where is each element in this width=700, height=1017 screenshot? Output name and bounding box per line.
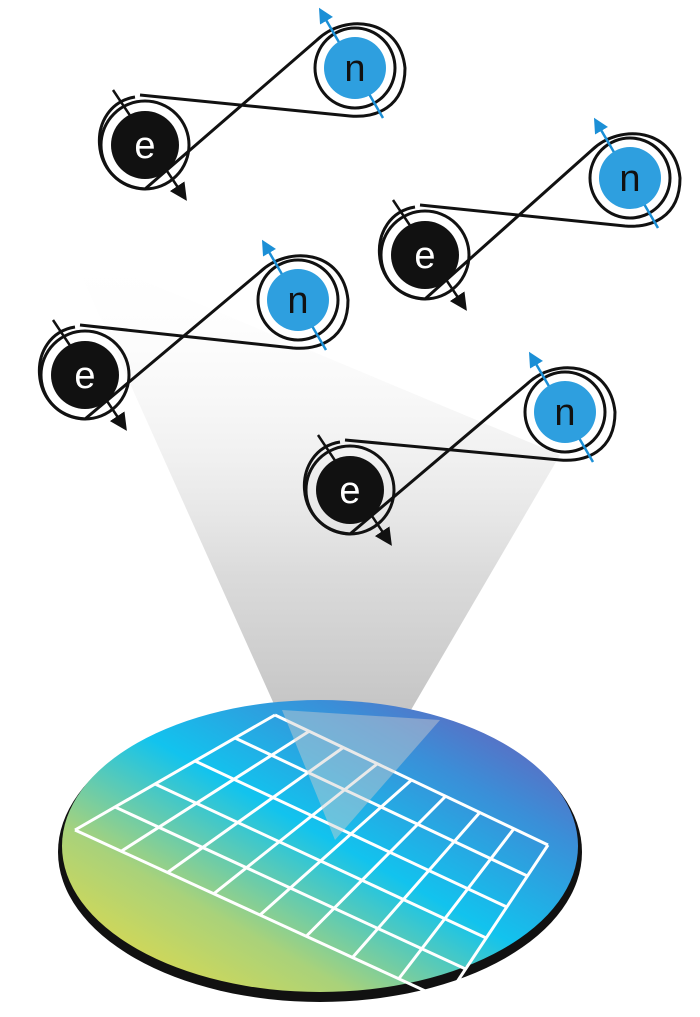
nucleus-label: n xyxy=(344,48,365,90)
grid-line xyxy=(154,782,487,940)
nucleus-icon xyxy=(267,269,329,331)
grid-line xyxy=(194,759,508,909)
wafer-grid xyxy=(74,713,550,1002)
electron-label: e xyxy=(134,125,155,167)
spin-pair: en xyxy=(38,239,350,431)
electron-icon xyxy=(391,221,459,289)
grid-line xyxy=(397,827,516,980)
grid-line xyxy=(120,729,310,853)
nucleus-icon xyxy=(599,147,661,209)
spin-pair: en xyxy=(378,117,682,311)
orbit-path xyxy=(98,22,407,191)
spin-pair: en xyxy=(98,7,407,201)
grid-line xyxy=(274,713,549,847)
grid-line xyxy=(259,778,413,917)
probe-beam xyxy=(70,250,560,840)
grid-line xyxy=(166,746,345,874)
orbit-path xyxy=(303,366,617,536)
nucleus-label: n xyxy=(554,392,575,434)
orbit-path xyxy=(38,254,350,421)
nucleus-orbit-ring xyxy=(313,26,397,110)
electron-icon xyxy=(111,111,179,179)
nucleus-icon xyxy=(324,37,386,99)
probe-beam-tip xyxy=(282,710,440,840)
grid-line xyxy=(74,828,446,1002)
electron-orbit-ring xyxy=(304,444,396,536)
grid-line xyxy=(74,713,276,832)
grid-line xyxy=(351,811,481,959)
electron-orbit-ring xyxy=(379,209,471,301)
grid-line xyxy=(234,736,529,878)
grid-line xyxy=(212,762,379,895)
electron-icon xyxy=(51,341,119,409)
nucleus-label: n xyxy=(619,158,640,200)
electron-label: e xyxy=(74,355,95,397)
nucleus-icon xyxy=(534,381,596,443)
orbit-path xyxy=(378,132,682,301)
electron-orbit-ring xyxy=(39,329,131,421)
electron-orbit-ring xyxy=(99,99,191,191)
spin-pair: en xyxy=(303,351,617,546)
nucleus-orbit-ring xyxy=(256,258,340,342)
nucleus-orbit-ring xyxy=(588,136,672,220)
nucleus-orbit-ring xyxy=(523,370,607,454)
electron-icon xyxy=(316,456,384,524)
grid-line xyxy=(114,805,467,971)
electron-label: e xyxy=(339,470,360,512)
grid-line xyxy=(305,795,447,938)
electron-label: e xyxy=(414,235,435,277)
nucleus-label: n xyxy=(287,280,308,322)
wafer-icon xyxy=(58,700,582,1002)
grid-line xyxy=(443,844,550,1001)
